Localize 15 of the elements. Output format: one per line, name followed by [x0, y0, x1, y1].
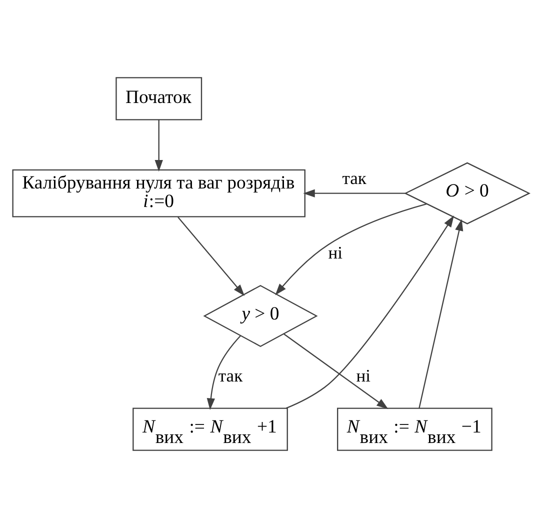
arrow [154, 119, 163, 172]
edge-label: ні [356, 364, 371, 385]
arrow [284, 333, 388, 409]
edge-label: так [218, 364, 243, 385]
node-box: Початок [116, 76, 202, 120]
node-diamond: O > 0 [404, 162, 530, 224]
arrow [178, 216, 245, 296]
arrow [303, 188, 406, 197]
node-box: Калібрування нуля та ваг розрядів i:=0 [12, 168, 306, 217]
arrow [418, 218, 464, 408]
arrow [206, 335, 241, 410]
edge-label: так [342, 167, 366, 188]
arrow [286, 214, 454, 408]
edge-label: ні [328, 242, 342, 262]
arrow [275, 202, 427, 295]
